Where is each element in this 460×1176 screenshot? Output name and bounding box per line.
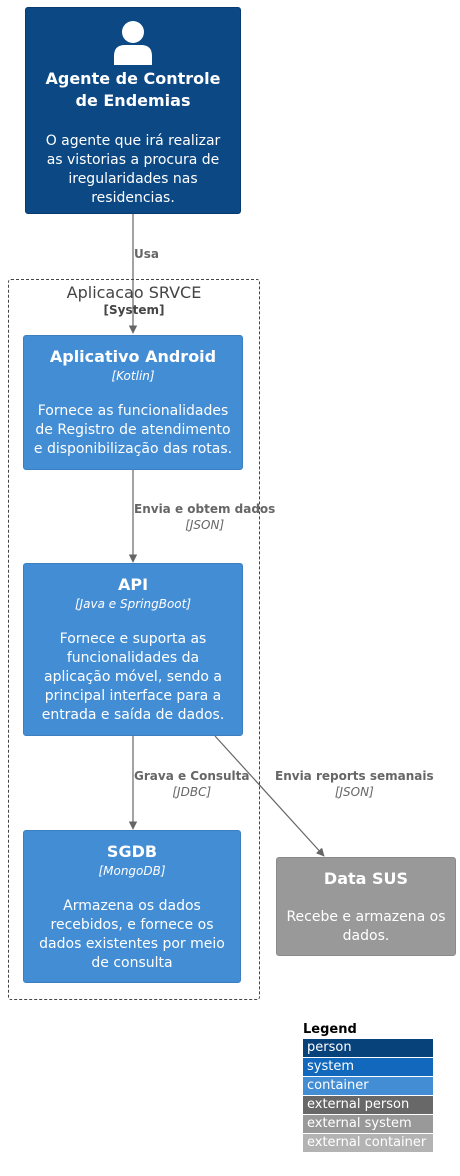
legend-item-external-container: external container bbox=[303, 1134, 433, 1152]
legend-item-external-person: external person bbox=[303, 1096, 433, 1114]
container-android-tech: [Kotlin] bbox=[111, 369, 155, 383]
container-api[interactable]: API [Java e SpringBoot] Fornece e suport… bbox=[23, 563, 243, 736]
legend-item-system: system bbox=[303, 1058, 433, 1076]
relation-reports-line bbox=[214, 735, 325, 857]
container-android[interactable]: Aplicativo Android [Kotlin] Fornece as f… bbox=[23, 335, 243, 470]
person-agente[interactable]: Agente de Controle de Endemias O agente … bbox=[25, 7, 241, 214]
external-system-description: Recebe e armazena os dados. bbox=[286, 909, 446, 944]
legend-item-external-system: external system bbox=[303, 1115, 433, 1133]
legend: Legend person system container external … bbox=[303, 1021, 433, 1153]
legend-item-person: person bbox=[303, 1039, 433, 1057]
container-api-description: Fornece e suporta as funcionalidades da … bbox=[41, 631, 225, 723]
system-boundary bbox=[8, 279, 260, 1000]
relation-envia-label: Envia e obtem dados [JSON] bbox=[134, 502, 276, 532]
external-system-name: Data SUS bbox=[323, 869, 409, 888]
container-sgdb-description: Armazena os dados recebidos, e fornece o… bbox=[39, 898, 225, 971]
legend-title: Legend bbox=[303, 1022, 357, 1037]
boundary-type: [System] bbox=[103, 303, 165, 317]
legend-item-container: container bbox=[303, 1077, 433, 1095]
relation-grava-label: Grava e Consulta [JDBC] bbox=[134, 769, 250, 799]
person-description: O agente que irá realizar as vistorias a… bbox=[45, 133, 221, 206]
container-sgdb[interactable]: SGDB [MongoDB] Armazena os dados recebid… bbox=[23, 830, 241, 983]
container-api-tech: [Java e SpringBoot] bbox=[74, 597, 192, 611]
person-name: Agente de Controle de Endemias bbox=[45, 69, 221, 110]
person-icon bbox=[114, 21, 152, 65]
external-system-datasus[interactable]: Data SUS Recebe e armazena os dados. bbox=[276, 857, 456, 956]
container-android-description: Fornece as funcionalidades de Registro d… bbox=[33, 403, 233, 457]
container-sgdb-tech: [MongoDB] bbox=[98, 864, 166, 878]
relation-usa-label: Usa bbox=[134, 247, 159, 261]
container-sgdb-name: SGDB bbox=[106, 842, 158, 861]
boundary-title: Aplicacao SRVCE bbox=[66, 283, 202, 302]
container-api-name: API bbox=[117, 575, 149, 594]
relation-reports-label: Envia reports semanais [JSON] bbox=[275, 769, 434, 799]
container-android-name: Aplicativo Android bbox=[49, 347, 217, 366]
